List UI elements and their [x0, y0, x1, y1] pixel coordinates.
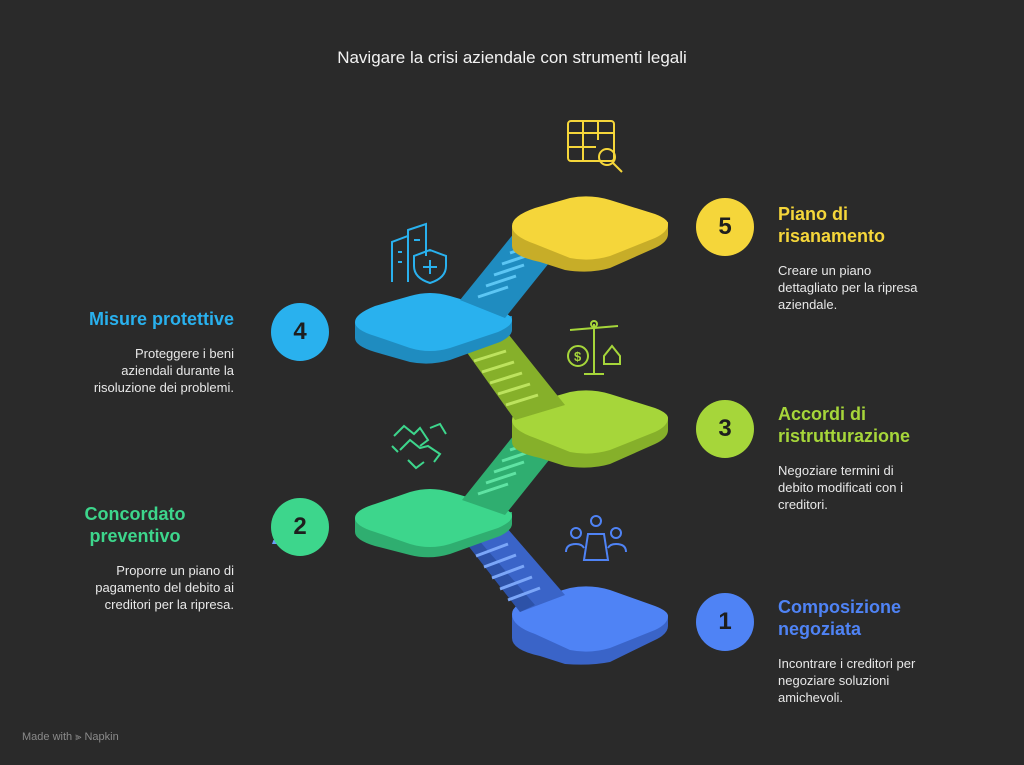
step-2-title: Concordato preventivo: [84, 504, 186, 546]
step-4-description: Proteggere i beni aziendali durante la r…: [93, 346, 234, 395]
step-2-badge: 2: [271, 498, 329, 556]
step-1-title: Composizione negoziata: [778, 597, 902, 639]
step-5-description: Creare un piano dettagliato per la ripre…: [778, 263, 918, 312]
step-5-platform: [512, 196, 668, 272]
step-1-badge: 1: [696, 593, 754, 651]
building-shield-icon: [391, 222, 447, 285]
step-5-badge: 5: [696, 198, 754, 256]
meeting-table-icon: [565, 515, 627, 561]
table-search-icon: [567, 120, 623, 173]
page-title: Navigare la crisi aziendale con strument…: [337, 48, 687, 67]
step-3-description: Negoziare termini di debito modificati c…: [778, 463, 904, 512]
step-5-title: Piano di risanamento: [778, 204, 886, 246]
step-2-description: Proporre un piano di pagamento del debit…: [95, 563, 234, 612]
step-1-platform: [512, 586, 668, 665]
step-4-badge: 4: [271, 303, 329, 361]
made-with-napkin-footer[interactable]: Made with ⫸ Napkin: [22, 731, 119, 743]
step-1-description: Incontrare i creditori per negoziare sol…: [778, 656, 916, 705]
step-4-platform: [355, 293, 512, 364]
handshake-icon: [391, 422, 447, 470]
balance-scale-icon: $: [567, 320, 621, 375]
step-3-badge: 3: [696, 400, 754, 458]
step-4-title: Misure protettive: [88, 309, 234, 329]
step-3-title: Accordi di ristrutturazione: [778, 404, 911, 446]
svg-text:$: $: [574, 349, 582, 364]
